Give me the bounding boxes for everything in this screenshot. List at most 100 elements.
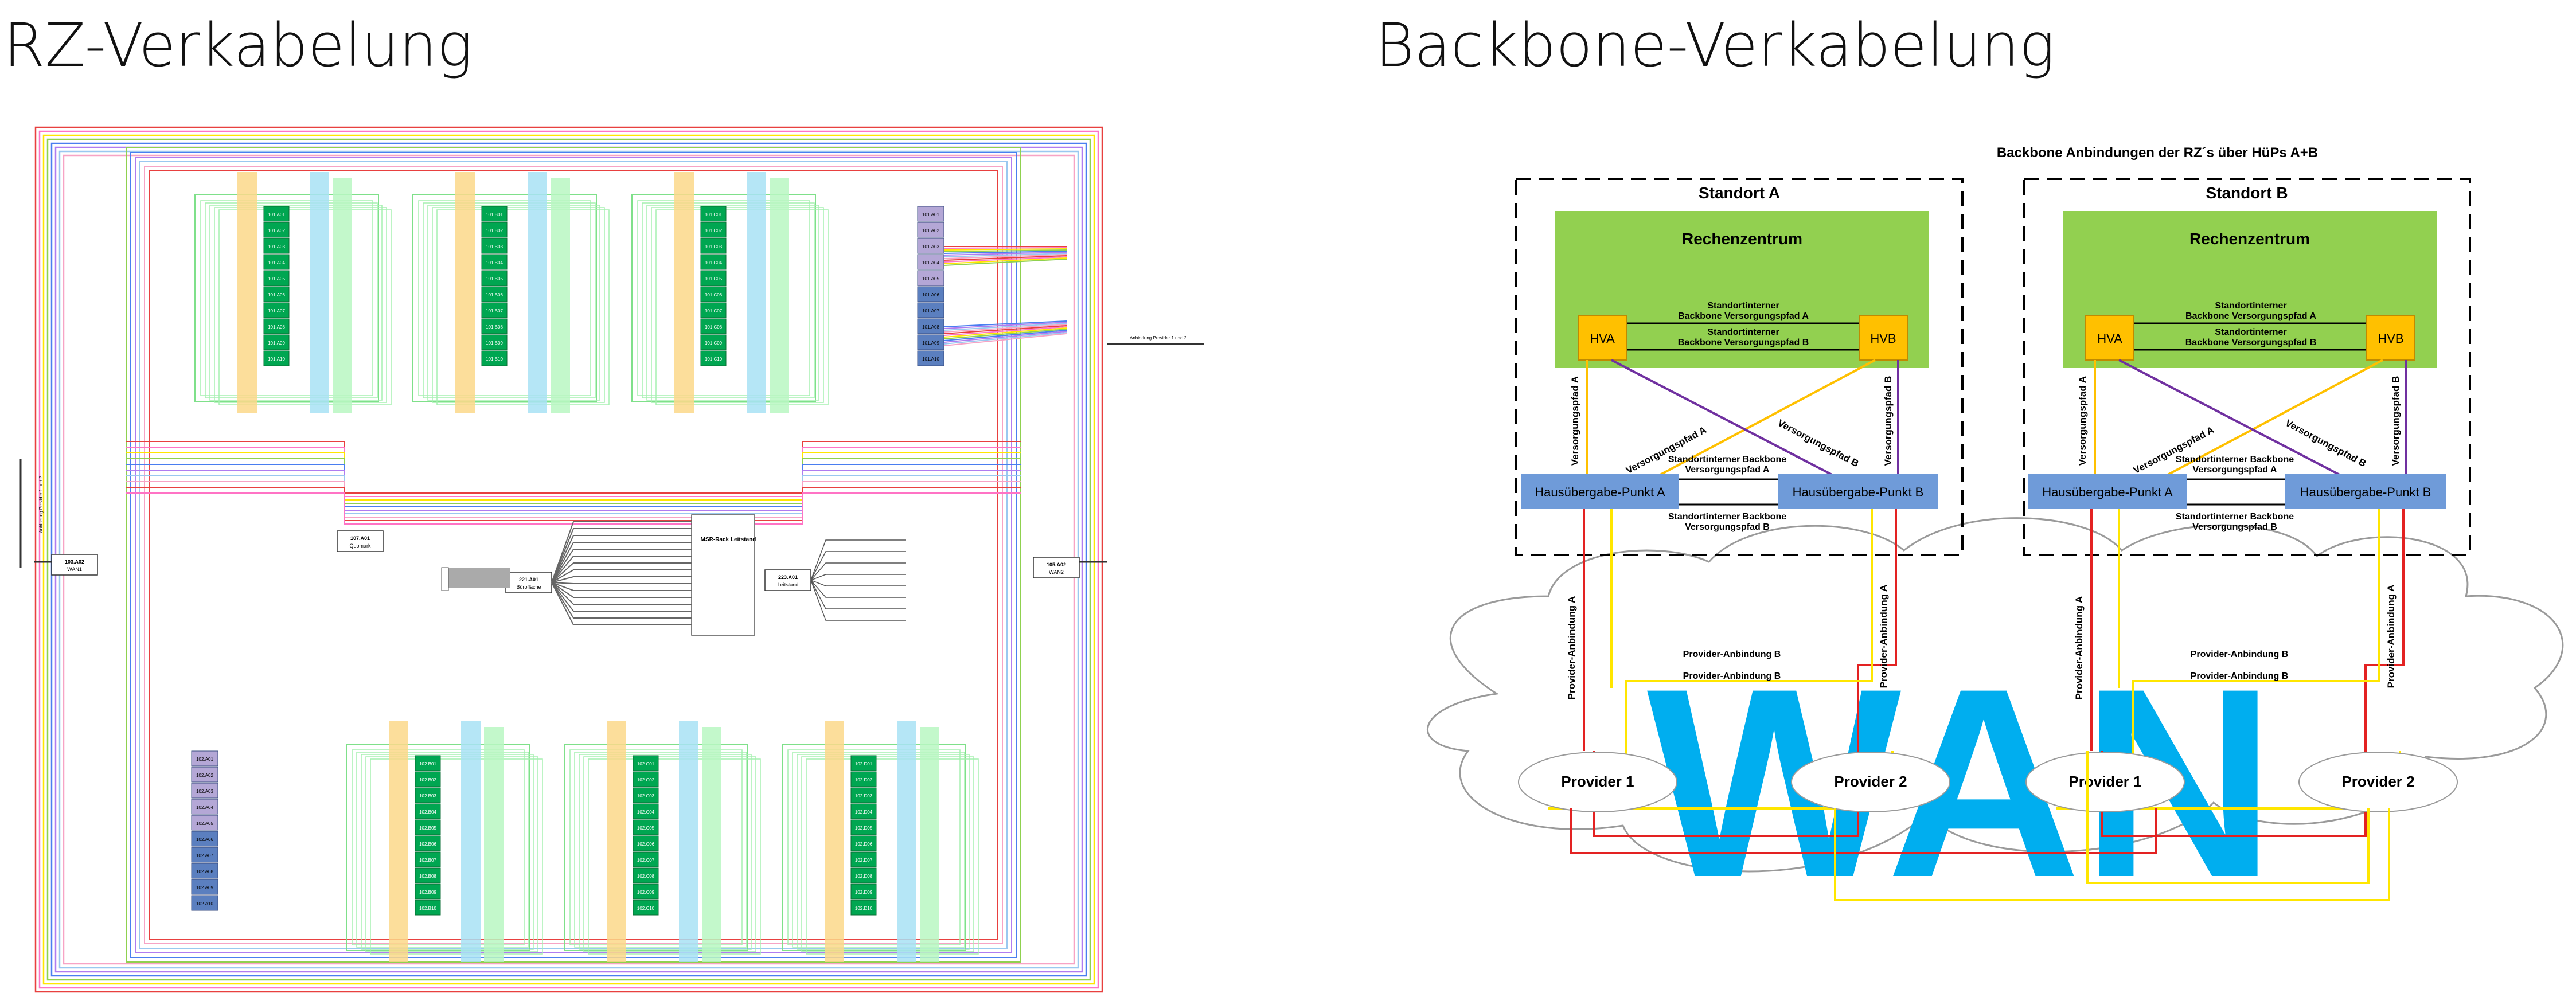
cable-run-blue	[461, 721, 481, 962]
node-name: WAN1	[67, 566, 82, 572]
rack-cabinet-label: 102.C03	[637, 793, 655, 799]
distributor-label: 101.A06	[922, 292, 939, 298]
rack-cabinet-label: 102.C04	[637, 810, 655, 815]
distributor-cabinet	[191, 767, 218, 783]
leitstand-branch	[810, 580, 906, 598]
cable-tray-line	[797, 754, 970, 950]
node-box	[1033, 557, 1080, 578]
rack-cabinet	[481, 222, 508, 238]
tree-branch	[551, 535, 692, 583]
rack-cabinet-label: 101.A03	[268, 244, 285, 249]
cable-tray-line	[642, 202, 815, 398]
cable-tray-line	[637, 200, 810, 396]
distributor-label: 102.A02	[196, 773, 213, 778]
fan-line	[943, 327, 1067, 338]
prov-b-label-2: Provider-Anbindung B	[2191, 671, 2289, 681]
path-a-diagonal	[1651, 359, 1876, 480]
prov-yellow-1	[2132, 509, 2380, 808]
cable-loop-inner	[139, 161, 1008, 949]
distributor-label: 102.A07	[196, 853, 213, 858]
cabinet-row-101a: 101.A01101.A02101.A03101.A04101.A05101.A…	[194, 172, 392, 413]
tree-branch	[551, 582, 692, 612]
fan-line	[943, 330, 1067, 341]
cable-run-blue	[679, 721, 698, 962]
cable-tray-line	[588, 758, 761, 955]
cabinet-row-101b: 101.B01101.B02101.B03101.B04101.B05101.B…	[412, 172, 610, 413]
rack-cabinet-label: 102.C01	[637, 761, 655, 767]
rack-cabinet-label: 102.C05	[637, 826, 655, 831]
rack-cabinet	[633, 787, 659, 803]
rack-cabinet	[263, 270, 290, 286]
cable-loop-inner	[135, 157, 1012, 953]
path-b-vertical-label: Versorgungspfad B	[1883, 376, 1894, 466]
wan-yellow-link	[1834, 808, 2390, 901]
node-id: 221.A01	[519, 577, 538, 582]
tree-branch	[551, 582, 692, 591]
rack-cabinet	[263, 238, 290, 254]
hup-b-label: Hausübergabe-Punkt B	[2300, 485, 2431, 499]
provider-2-ellipse	[1791, 752, 1950, 812]
bus-line	[126, 458, 1021, 504]
hvb-box	[1859, 315, 1908, 361]
distributor-label: 101.A05	[922, 276, 939, 281]
cable-tray	[782, 744, 966, 951]
backbone-heading: Backbone Anbindungen der RZ´s über HüPs …	[1997, 145, 2318, 161]
rack-cabinet	[263, 206, 290, 222]
path-b-vertical-label: Versorgungspfad B	[2390, 376, 2401, 466]
distributor-label: 101.A03	[922, 244, 939, 249]
cable-run-green	[333, 178, 352, 413]
path-a-diagonal	[2159, 359, 2383, 480]
distributor-cabinet	[917, 222, 944, 238]
cable-tray-line	[365, 756, 538, 952]
rack-cabinet	[415, 803, 441, 819]
distributor-cabinet	[191, 799, 218, 815]
distributor-cabinet	[191, 895, 218, 911]
rack-cabinet	[415, 771, 441, 787]
cloud-shape	[1426, 517, 2564, 873]
distributor-right: 101.A01101.A02101.A03101.A04101.A05101.A…	[917, 206, 944, 366]
wan-cloud: WAN	[1426, 517, 2564, 933]
rack-cabinet-label: 101.B07	[486, 308, 503, 314]
rz-cable-loops	[19, 126, 1204, 993]
hva-label: HVA	[2097, 331, 2122, 346]
cable-tray	[194, 194, 379, 402]
rack-cabinet-label: 102.D06	[855, 842, 873, 847]
rack-cabinet	[415, 883, 441, 900]
fan-line	[943, 257, 1067, 264]
rack-cabinet	[850, 755, 877, 771]
fan-line	[943, 325, 1067, 334]
rack-cabinet	[263, 286, 290, 302]
rack-cabinet-label: 101.B02	[486, 228, 503, 233]
cable-loop-inner	[130, 152, 1017, 958]
distributor-cabinet	[191, 750, 218, 767]
rack-cabinet-label: 102.B01	[419, 761, 436, 767]
fan-line	[943, 320, 1067, 327]
rack-cabinet	[700, 350, 727, 366]
node-id: 107.A01	[350, 535, 370, 541]
page-title-rz: RZ-Verkabelung	[3, 10, 473, 80]
cable-tray-line	[205, 202, 378, 398]
cable-run-orange	[607, 721, 626, 962]
cable-tray	[631, 194, 816, 402]
node-box	[337, 530, 384, 552]
distributor-label: 102.A04	[196, 805, 213, 810]
rack-cabinet-label: 101.B06	[486, 292, 503, 298]
provider-1-ellipse	[1518, 752, 1677, 812]
rack-cabinet-label: 101.A07	[268, 308, 285, 314]
rack-cabinet-label: 101.C02	[705, 228, 723, 233]
fan-line	[943, 322, 1067, 329]
cable-tray-line	[200, 200, 373, 396]
hup-a-label: Hausübergabe-Punkt A	[1535, 485, 1665, 499]
rack-cabinet	[415, 787, 441, 803]
rack-cabinet-label: 102.B03	[419, 793, 436, 799]
tree-branch	[551, 549, 692, 583]
fan-line	[943, 326, 1067, 336]
tree-branch	[551, 542, 692, 583]
distributor-label: 102.A09	[196, 885, 213, 890]
leitstand-branch	[810, 551, 906, 581]
fan-line	[943, 256, 1067, 263]
cable-tray-line	[432, 207, 605, 403]
cable-tray-line	[651, 207, 824, 403]
rack-cabinet-label: 102.C10	[637, 906, 655, 911]
